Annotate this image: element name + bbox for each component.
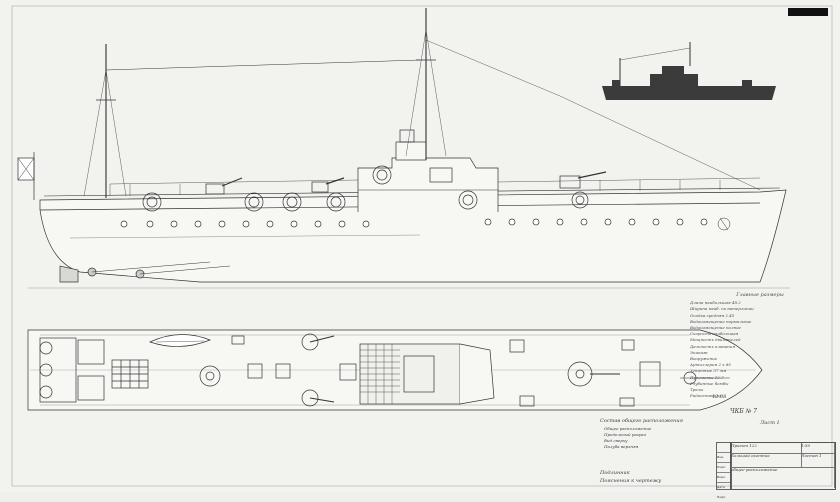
note-line: Мощность двигателей xyxy=(690,337,741,343)
note-line: Скорость наибольшая xyxy=(690,331,739,337)
notes-panel: Главные размеры Длина наибольшая 48.2 Ши… xyxy=(690,292,830,399)
note-line: Радиостанция xyxy=(690,393,722,399)
note-line: Вооружение xyxy=(690,356,718,362)
ship-silhouette xyxy=(602,42,776,100)
stamp-cell: Взам. xyxy=(717,463,731,479)
signature-note: ЧКБ № 7 xyxy=(730,408,757,415)
stamp-cell: Подп. xyxy=(717,453,731,469)
note-line: Экипаж xyxy=(690,349,708,355)
notes-title: Главные размеры xyxy=(736,292,784,298)
title-name: Большой охотник xyxy=(731,453,802,468)
note-line: Осадка средняя 2.45 xyxy=(690,312,735,318)
stamp-cell: Дата xyxy=(717,473,731,489)
note-line: Тралы xyxy=(690,387,704,393)
ship-profile-view xyxy=(17,8,790,289)
note-line: Зенитные 37 мм xyxy=(690,368,727,374)
title-project: Проект 122 xyxy=(731,443,802,454)
note-line: Пулеметы 12.7 xyxy=(690,374,724,380)
bottom-label: Пояснения к чертежу xyxy=(600,478,662,484)
sheet-number-note: Лист 1 xyxy=(760,420,780,426)
composition-line: Продольный разрез xyxy=(604,432,647,437)
ship-plan-view xyxy=(27,329,763,411)
title-block: Проект 122 1:50 Большой охотник Листов 1… xyxy=(730,442,836,490)
stamp-cell: Подп. xyxy=(717,495,727,499)
date-note: 12.08 xyxy=(712,394,727,400)
composition-line: Общее расположение xyxy=(604,426,652,431)
stamp-text: Подлинник xyxy=(600,470,630,476)
note-line: Водоизмещение полное xyxy=(690,325,741,331)
composition-line: Вид сверху xyxy=(604,438,628,443)
composition-title: Состав общего расположения xyxy=(600,418,683,424)
title-scale: 1:50 xyxy=(801,443,835,454)
redaction-bar xyxy=(788,8,828,16)
note-line: Глубинные бомбы xyxy=(690,380,729,386)
note-line: Водоизмещение нормальное xyxy=(690,318,752,324)
title-sheet-name: общее расположение xyxy=(731,467,835,488)
composition-line: Палуба верхняя xyxy=(604,444,639,449)
note-line: Дальность плавания xyxy=(690,343,735,349)
note-line: Длина наибольшая 48.2 xyxy=(690,300,741,306)
stamp-cell: Инв. xyxy=(717,443,731,459)
note-line: Ширина наиб. по ватерлинии xyxy=(690,306,754,312)
note-line: Артиллерия 2 x 85 xyxy=(690,362,731,368)
title-sheets: Листов 1 xyxy=(801,453,835,468)
